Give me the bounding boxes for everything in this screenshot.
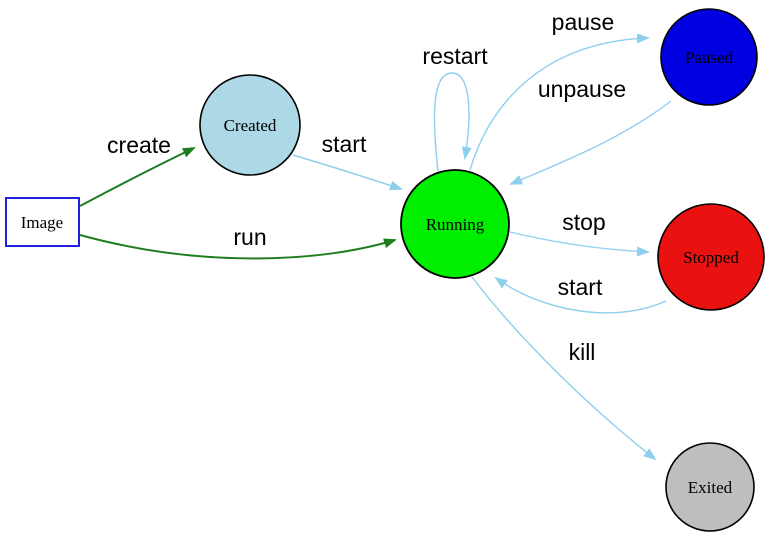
stopped-node-circle: [657, 203, 765, 311]
edge-label-kill: kill: [569, 339, 596, 365]
image-node-label: Image: [21, 213, 63, 232]
exited-node-circle: [665, 442, 755, 532]
image-node-box: [5, 197, 80, 247]
edge-start-stopped-running: [494, 276, 667, 314]
node-exited: Exited: [665, 442, 755, 532]
edge-label-pause: pause: [552, 9, 615, 35]
nodes: Image Created Running Paused Stopped: [5, 8, 765, 532]
edge-labels: create run start restart pause unpause s…: [107, 9, 626, 365]
edge-kill: [471, 276, 657, 461]
created-node-circle: [199, 74, 301, 176]
edge-unpause: [509, 100, 672, 185]
node-paused: Paused: [660, 8, 758, 106]
edge-label-restart: restart: [422, 43, 488, 69]
paused-node-circle: [660, 8, 758, 106]
edge-label-run: run: [233, 224, 266, 250]
edge-pause: [469, 33, 650, 171]
paused-node-label: Paused: [685, 48, 734, 67]
edge-stop: [509, 231, 650, 257]
exited-node-label: Exited: [688, 478, 733, 497]
node-created: Created: [199, 74, 301, 176]
running-node-circle: [400, 169, 510, 279]
edge-restart: [433, 72, 472, 172]
edge-create: [79, 147, 196, 207]
node-image: Image: [5, 197, 80, 247]
edges: [79, 33, 672, 461]
edge-label-unpause: unpause: [538, 76, 626, 102]
stopped-node-label: Stopped: [683, 248, 739, 267]
edge-label-start-1: start: [322, 131, 367, 157]
created-node-label: Created: [224, 116, 277, 135]
edge-label-start-2: start: [558, 274, 603, 300]
edge-run: [79, 234, 397, 260]
node-stopped: Stopped: [657, 203, 765, 311]
running-node-label: Running: [426, 215, 485, 234]
edge-label-create: create: [107, 132, 171, 158]
node-running: Running: [400, 169, 510, 279]
edge-label-stop: stop: [562, 209, 605, 235]
edge-start-created-running: [292, 154, 403, 191]
